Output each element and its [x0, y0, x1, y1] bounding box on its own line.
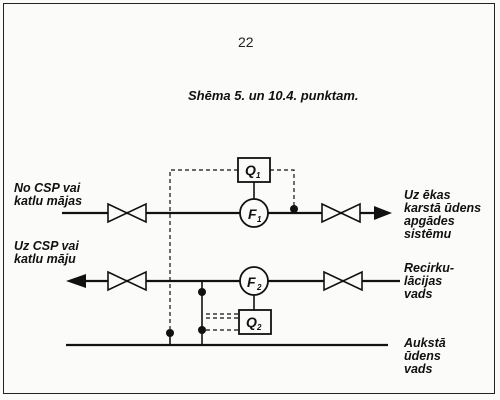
- return-arrow: [66, 274, 86, 288]
- label-line: katlu mājas: [14, 194, 83, 208]
- valve-supply-left: [107, 202, 147, 224]
- label-line: Uz ēkas: [404, 188, 451, 202]
- q2-label: Q: [246, 314, 257, 330]
- diagram-caption: Shēma 5. un 10.4. punktam.: [188, 88, 359, 103]
- f2-subscript: 2: [256, 283, 262, 292]
- temp-sensor-cold-a: [198, 326, 206, 334]
- label-supply-from-plant: No CSP vai katlu mājas: [14, 182, 82, 208]
- temp-sensor-return: [198, 288, 206, 296]
- label-line: apgādes: [404, 214, 455, 228]
- q1-signal-to-cold-water: [169, 169, 238, 329]
- q1-label: Q: [245, 162, 256, 178]
- heat-calculator-q2: [238, 309, 272, 335]
- label-line: katlu māju: [14, 252, 76, 266]
- label-line: vads: [404, 287, 433, 301]
- label-line: Uz CSP vai: [14, 239, 79, 253]
- label-line: Aukstā: [404, 336, 446, 350]
- f1-subscript: 1: [257, 215, 262, 224]
- f2-label: F: [247, 274, 256, 290]
- label-line: karstā ūdens: [404, 201, 482, 215]
- label-line: sistēmu: [404, 227, 452, 241]
- q1-temp-signal-right: [270, 169, 295, 206]
- label-recirculation-line: Recirku- lācijas vads: [404, 262, 454, 301]
- page-frame: [3, 3, 495, 394]
- q1-subscript: 1: [256, 171, 261, 180]
- label-line: vads: [404, 362, 433, 376]
- label-line: ūdens: [404, 349, 441, 363]
- q2-subscript: 2: [256, 323, 262, 332]
- label-hot-water-system: Uz ēkas karstā ūdens apgādes sistēmu: [404, 189, 481, 241]
- label-line: lācijas: [404, 274, 443, 288]
- label-return-to-plant: Uz CSP vai katlu māju: [14, 240, 79, 266]
- valve-supply-right: [321, 202, 361, 224]
- valve-return-left: [107, 270, 147, 292]
- page-number: 22: [238, 34, 254, 50]
- valve-return-right: [323, 270, 363, 292]
- supply-arrow: [374, 206, 392, 220]
- f1-label: F: [248, 206, 257, 222]
- label-line: Recirku-: [404, 261, 455, 275]
- label-cold-water-line: Aukstā ūdens vads: [404, 337, 446, 376]
- temp-sensor-supply: [290, 205, 298, 213]
- label-line: No CSP vai: [14, 181, 81, 195]
